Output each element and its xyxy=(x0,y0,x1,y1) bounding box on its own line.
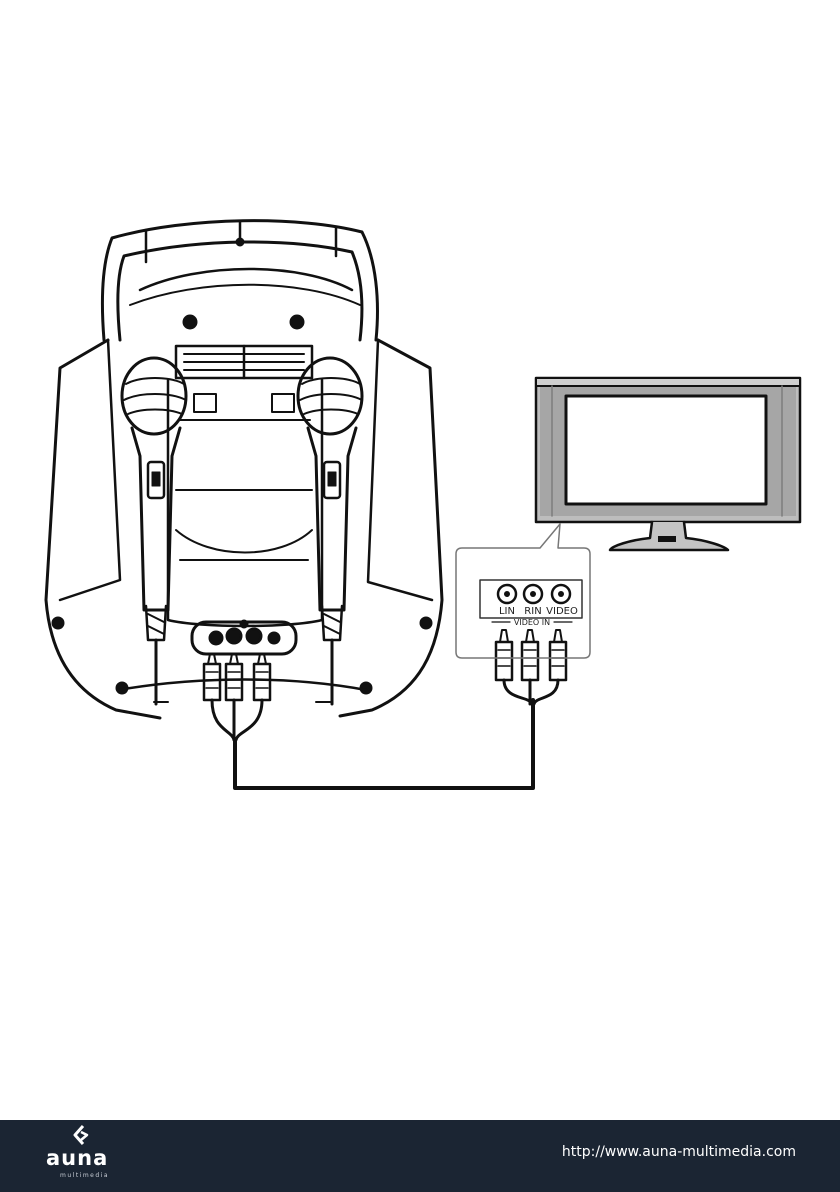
av-cable xyxy=(235,700,533,788)
brand-name: auna xyxy=(46,1146,108,1170)
footer-bar: auna multimedia http://www.auna-multimed… xyxy=(0,1120,840,1192)
tv-input-panel xyxy=(456,524,590,658)
label-lin: LIN xyxy=(499,606,515,617)
karaoke-machine xyxy=(46,221,442,718)
tv-screen xyxy=(566,396,766,504)
auna-logo-icon xyxy=(72,1124,94,1146)
microphone-right xyxy=(298,358,362,704)
label-video-in: VIDEO IN xyxy=(514,618,550,627)
television xyxy=(536,378,800,550)
label-video: VIDEO xyxy=(546,606,578,617)
brand-sub: multimedia xyxy=(60,1172,109,1179)
rca-plugs-unit xyxy=(204,654,270,740)
website-link[interactable]: http://www.auna-multimedia.com xyxy=(562,1144,796,1160)
label-rin: RIN xyxy=(524,606,541,617)
connection-diagram: LIN RIN VIDEO VIDEO IN xyxy=(0,0,840,1120)
rca-plugs-tv xyxy=(496,630,566,704)
